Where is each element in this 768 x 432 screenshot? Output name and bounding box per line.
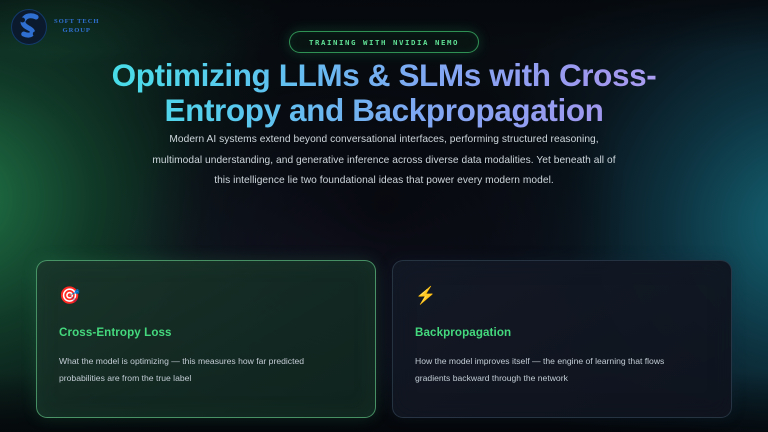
card-cross-entropy-loss[interactable]: 🎯 Cross-Entropy Loss What the model is o…: [36, 260, 376, 418]
brand-logo[interactable]: SOFT TECH GROUP: [10, 8, 99, 46]
brand-name-line1: SOFT TECH: [54, 18, 100, 26]
intro-paragraph: Modern AI systems extend beyond conversa…: [152, 134, 616, 187]
dart-target-icon: 🎯: [59, 286, 81, 305]
lightning-bolt-icon: ⚡: [415, 286, 437, 305]
card-description: How the model improves itself — the engi…: [415, 356, 665, 383]
soft-tech-group-s-monogram-icon: [11, 9, 47, 45]
concept-cards: 🎯 Cross-Entropy Loss What the model is o…: [36, 260, 732, 418]
card-backpropagation[interactable]: ⚡ Backpropagation How the model improves…: [392, 260, 732, 418]
page-title: Optimizing LLMs & SLMs with Cross-Entrop…: [64, 58, 704, 128]
training-badge: TRAINING WITH NVIDIA NEMO: [289, 31, 479, 53]
card-title: Cross-Entropy Loss: [59, 326, 172, 339]
brand-wordmark: SOFT TECH GROUP: [54, 18, 99, 35]
card-description: What the model is optimizing — this meas…: [59, 356, 305, 383]
brand-name-line2: GROUP: [62, 27, 91, 34]
card-title: Backpropagation: [415, 326, 512, 339]
